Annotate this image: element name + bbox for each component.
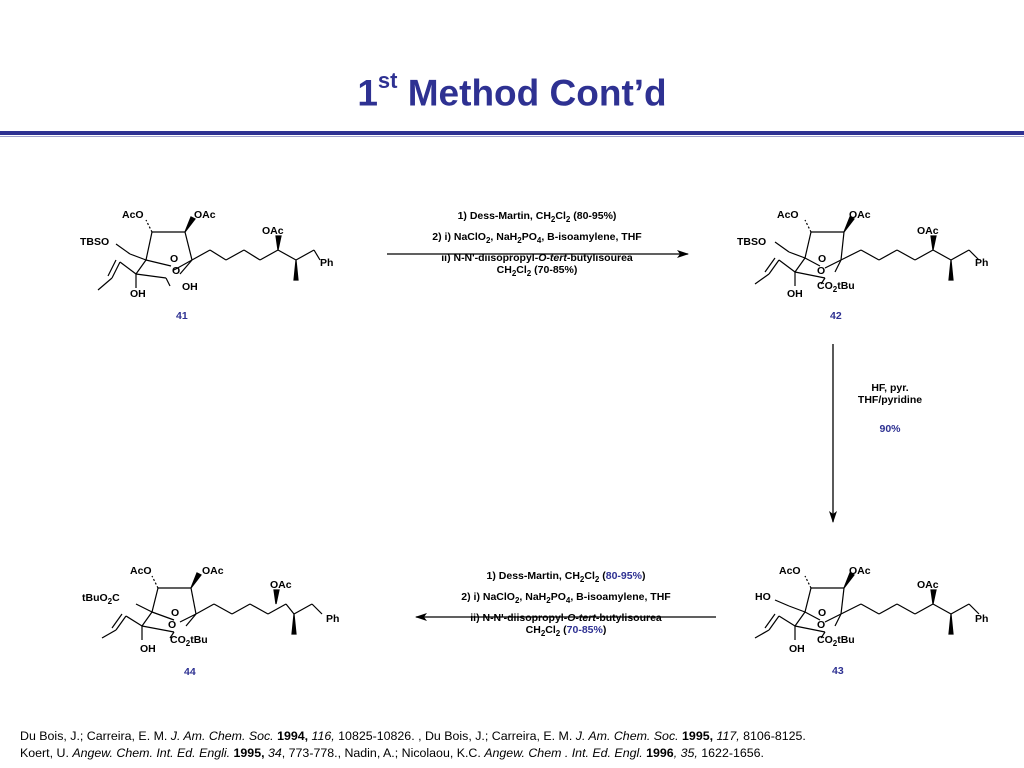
compound-42-number: 42 [830, 310, 842, 322]
label-ph: Ph [326, 613, 339, 625]
label-o-ring: O [171, 607, 179, 619]
compound-44-structure: AcO OAc OAc tBuO2C O O Ph OH CO2tBu [82, 565, 339, 655]
step3-line2: 2) i) NaClO2, NaH2PO4, B-isoamylene, THF [461, 591, 671, 606]
step2-yield: 90% [879, 423, 901, 435]
label-oac-chain: OAc [262, 225, 284, 237]
step2-conditions: HF, pyr. THF/pyridine 90% [840, 382, 940, 435]
step3-line4: CH2Cl2 (70-85%) [525, 624, 607, 639]
compound-43-structure: AcO OAc OAc HO O O Ph OH CO2tBu [754, 565, 988, 655]
label-ph: Ph [975, 257, 988, 269]
step1-line4: CH2Cl2 (70-85%) [496, 264, 578, 279]
label-tbso: TBSO [737, 236, 766, 248]
slide-title: 1st Method Cont’d [357, 68, 667, 114]
compound-43-number: 43 [832, 665, 844, 677]
label-oh: OH [787, 288, 803, 300]
label-oh: OH [789, 643, 805, 655]
label-oh: OH [140, 643, 156, 655]
step2-line2: THF/pyridine [857, 394, 923, 406]
label-co2tbu: CO2tBu [170, 634, 208, 648]
label-o-bridge: O [172, 265, 180, 277]
label-oac: OAc [849, 565, 871, 577]
label-oac: OAc [202, 565, 224, 577]
step3-line1: 1) Dess-Martin, CH2Cl2 (80-95%) [486, 570, 646, 585]
label-oh-1: OH [130, 288, 146, 300]
references: Du Bois, J.; Carreira, E. M. J. Am. Chem… [20, 728, 806, 762]
reference-line-1: Du Bois, J.; Carreira, E. M. J. Am. Chem… [20, 729, 806, 743]
step1-conditions: 1) Dess-Martin, CH2Cl2 (80-95%) 2) i) Na… [387, 210, 687, 278]
compound-42-structure: AcO OAc OAc TBSO O O Ph OH CO2tBu [737, 209, 988, 300]
label-o-bridge: O [168, 619, 176, 631]
label-ho: HO [755, 591, 771, 603]
label-oac: OAc [849, 209, 871, 221]
label-o-ring: O [818, 607, 826, 619]
label-o-bridge: O [817, 619, 825, 631]
title-divider [0, 131, 1024, 135]
step3-line3: ii) N-N'-diisopropyl-O-tert-butylisourea [470, 612, 662, 625]
label-tbso: TBSO [80, 236, 109, 248]
step3-conditions: 1) Dess-Martin, CH2Cl2 (80-95%) 2) i) Na… [416, 570, 716, 638]
label-aco: AcO [777, 209, 799, 221]
label-co2tbu: CO2tBu [817, 634, 855, 648]
label-ph: Ph [975, 613, 988, 625]
label-oac-chain: OAc [917, 579, 939, 591]
compound-41-structure: AcO OAc OAc TBSO O O Ph OH OH [80, 209, 333, 300]
label-oac-chain: OAc [917, 225, 939, 237]
compound-44-number: 44 [184, 666, 196, 678]
compound-41-number: 41 [176, 310, 188, 322]
reference-line-2: Koert, U. Angew. Chem. Int. Ed. Engli. 1… [20, 746, 764, 760]
label-tbuo2c: tBuO2C [82, 592, 120, 606]
label-aco: AcO [122, 209, 144, 221]
label-aco: AcO [779, 565, 801, 577]
label-oac-chain: OAc [270, 579, 292, 591]
step1-line3: ii) N-N'-diisopropyl-O-tert-butylisourea [441, 252, 633, 265]
label-ph: Ph [320, 257, 333, 269]
label-o-ring: O [818, 253, 826, 265]
label-oh-2: OH [182, 281, 198, 293]
title-divider-shadow [0, 136, 1024, 137]
step1-line1: 1) Dess-Martin, CH2Cl2 (80-95%) [457, 210, 617, 225]
label-o-ring: O [170, 253, 178, 265]
label-co2tbu: CO2tBu [817, 280, 855, 294]
step2-line1: HF, pyr. [871, 382, 909, 394]
step1-line2: 2) i) NaClO2, NaH2PO4, B-isoamylene, THF [432, 231, 642, 246]
label-o-bridge: O [817, 265, 825, 277]
label-aco: AcO [130, 565, 152, 577]
label-oac: OAc [194, 209, 216, 221]
